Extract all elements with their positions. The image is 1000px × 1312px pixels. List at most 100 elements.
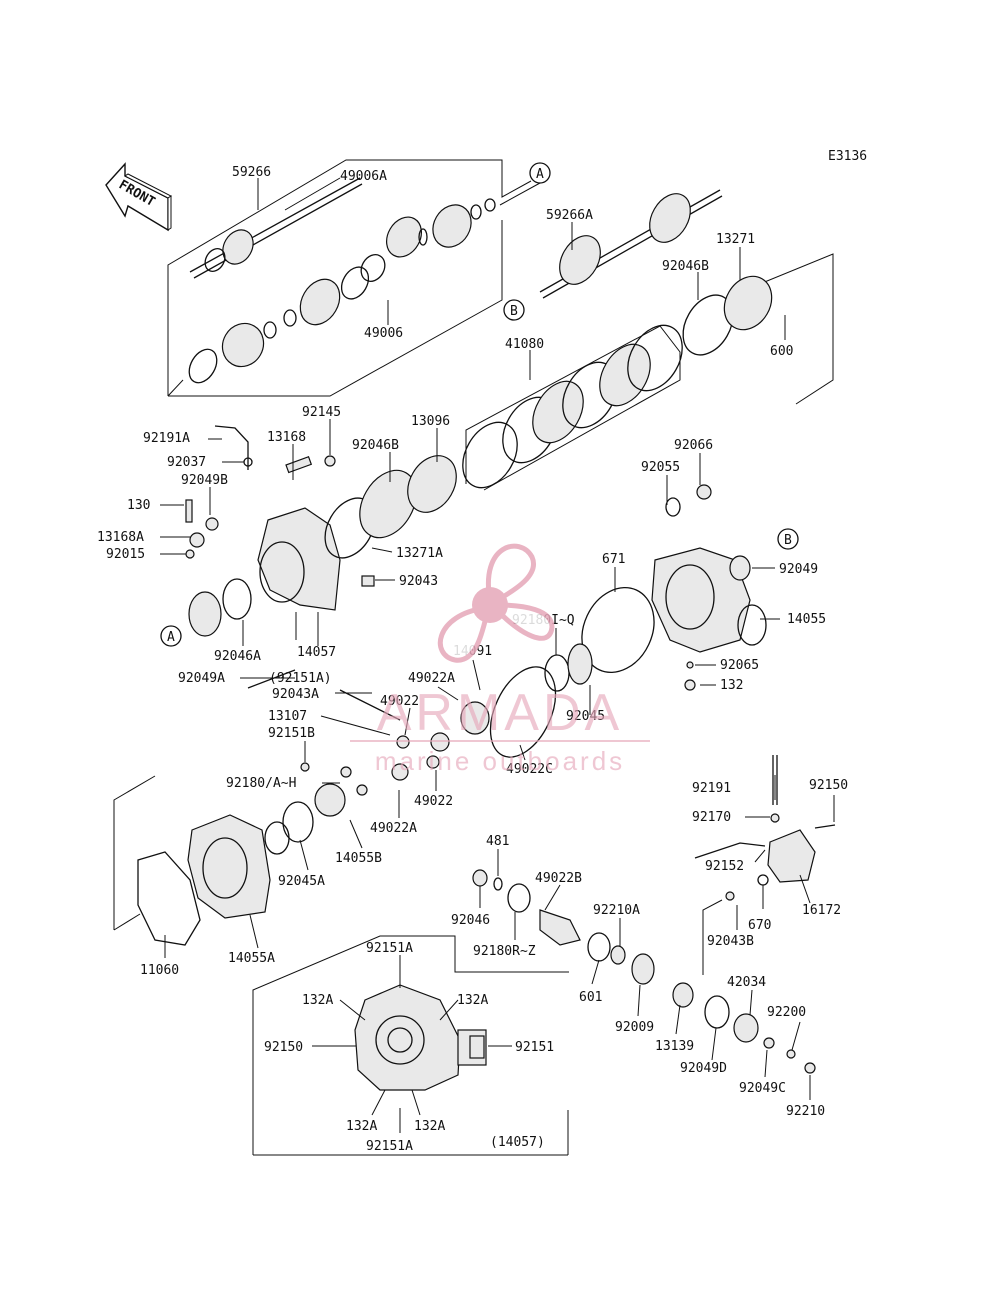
label-92145: 92145 bbox=[302, 405, 341, 420]
propeller-logo bbox=[437, 543, 555, 663]
label-11060: 11060 bbox=[140, 963, 179, 978]
label-92151b: 92151B bbox=[268, 726, 315, 741]
label-92043: 92043 bbox=[399, 574, 438, 589]
ref-b-label-low: B bbox=[784, 533, 792, 548]
label-14055b: 14055B bbox=[335, 851, 382, 866]
label-92151a-paren: (92151A) bbox=[269, 671, 332, 686]
label-13096: 13096 bbox=[411, 414, 450, 429]
watermark: ARMADA marine outboards bbox=[350, 543, 650, 776]
label-92151a-top: 92151A bbox=[366, 941, 413, 956]
group-outlines bbox=[113, 159, 834, 1156]
label-92046: 92046 bbox=[451, 913, 490, 928]
label-59266: 59266 bbox=[232, 165, 271, 180]
label-92043a: 92043A bbox=[272, 687, 319, 702]
label-92046b-top: 92046B bbox=[662, 259, 709, 274]
label-130: 130 bbox=[127, 498, 150, 513]
label-13168: 13168 bbox=[267, 430, 306, 445]
label-92015: 92015 bbox=[106, 547, 145, 562]
label-13168a: 13168A bbox=[97, 530, 144, 545]
label-92200: 92200 bbox=[767, 1005, 806, 1020]
rear-case-14055a bbox=[137, 814, 271, 946]
label-92170: 92170 bbox=[692, 810, 731, 825]
label-92210: 92210 bbox=[786, 1104, 825, 1119]
label-132a-bottom-right: 132A bbox=[414, 1119, 445, 1134]
part-labels: E3136 59266 49006A 49006 59266A 13271 92… bbox=[97, 149, 867, 1154]
label-92043b: 92043B bbox=[707, 934, 754, 949]
label-92049c: 92049C bbox=[739, 1081, 786, 1096]
label-92150-right: 92150 bbox=[809, 778, 848, 793]
leader-lines bbox=[160, 177, 835, 1133]
label-13139: 13139 bbox=[655, 1039, 694, 1054]
label-481: 481 bbox=[486, 834, 509, 849]
label-59266a: 59266A bbox=[546, 208, 593, 223]
label-92049b: 92049B bbox=[181, 473, 228, 488]
label-670: 670 bbox=[748, 918, 771, 933]
label-132a-top-left: 132A bbox=[302, 993, 333, 1008]
axle-boot-kit bbox=[188, 198, 496, 384]
label-92049a: 92049A bbox=[178, 671, 225, 686]
label-132: 132 bbox=[720, 678, 743, 693]
label-13271a: 13271A bbox=[396, 546, 443, 561]
label-49022b: 49022B bbox=[535, 871, 582, 886]
label-42034: 42034 bbox=[727, 975, 766, 990]
label-132a-bottom-left: 132A bbox=[346, 1119, 377, 1134]
label-92066: 92066 bbox=[674, 438, 713, 453]
label-92180rz: 92180R~Z bbox=[473, 944, 536, 959]
label-600: 600 bbox=[770, 344, 793, 359]
label-14055a: 14055A bbox=[228, 951, 275, 966]
label-49022-low: 49022 bbox=[414, 794, 453, 809]
actuator-assembly bbox=[694, 755, 836, 901]
ref-b-marker-top bbox=[503, 299, 525, 321]
label-49006a: 49006A bbox=[340, 169, 387, 184]
front-drive-shaft-left bbox=[189, 177, 363, 279]
ref-b-label-top: B bbox=[510, 304, 518, 319]
label-92049d: 92049D bbox=[680, 1061, 727, 1076]
label-92046b-mid: 92046B bbox=[352, 438, 399, 453]
front-drive-shaft-right bbox=[539, 189, 723, 299]
label-49022a-low: 49022A bbox=[370, 821, 417, 836]
label-41080: 41080 bbox=[505, 337, 544, 352]
label-92191: 92191 bbox=[692, 781, 731, 796]
rear-case-14055 bbox=[581, 484, 767, 691]
label-92045a: 92045A bbox=[278, 874, 325, 889]
ref-b-marker-low bbox=[777, 528, 799, 550]
label-13107: 13107 bbox=[268, 709, 307, 724]
label-92180ah: 92180/A~H bbox=[226, 776, 296, 791]
front-arrow-icon: FRONT bbox=[105, 162, 172, 232]
label-49022c: 49022C bbox=[506, 762, 553, 777]
watermark-tagline: marine outboards bbox=[375, 746, 625, 776]
label-92210a: 92210A bbox=[593, 903, 640, 918]
inset-case-view bbox=[354, 984, 487, 1091]
label-14057: 14057 bbox=[297, 645, 336, 660]
label-92046a: 92046A bbox=[214, 649, 261, 664]
diagram-code: E3136 bbox=[828, 149, 867, 164]
label-16172: 16172 bbox=[802, 903, 841, 918]
label-13271: 13271 bbox=[716, 232, 755, 247]
inset-label: (14057) bbox=[490, 1135, 545, 1150]
label-92045: 92045 bbox=[566, 709, 605, 724]
label-92191a: 92191A bbox=[143, 431, 190, 446]
label-92037: 92037 bbox=[167, 455, 206, 470]
watermark-name: ARMADA bbox=[377, 684, 623, 742]
label-92065: 92065 bbox=[720, 658, 759, 673]
front-case-14057 bbox=[185, 425, 457, 637]
label-92049: 92049 bbox=[779, 562, 818, 577]
label-92150-left: 92150 bbox=[264, 1040, 303, 1055]
label-14055: 14055 bbox=[787, 612, 826, 627]
ref-a-marker-low bbox=[160, 625, 182, 647]
label-92055: 92055 bbox=[641, 460, 680, 475]
label-601: 601 bbox=[579, 990, 602, 1005]
label-92009: 92009 bbox=[615, 1020, 654, 1035]
label-92151: 92151 bbox=[515, 1040, 554, 1055]
ref-a-label-low: A bbox=[167, 630, 175, 645]
label-92151a-bottom: 92151A bbox=[366, 1139, 413, 1154]
pinion-and-bearings bbox=[472, 869, 816, 1074]
ref-a-label-top: A bbox=[536, 167, 544, 182]
label-132a-top-right: 132A bbox=[457, 993, 488, 1008]
label-49022a-top: 49022A bbox=[408, 671, 455, 686]
label-49022: 49022 bbox=[380, 694, 419, 709]
clutch-plates bbox=[462, 275, 773, 489]
label-92152: 92152 bbox=[705, 859, 744, 874]
label-671: 671 bbox=[602, 552, 625, 567]
